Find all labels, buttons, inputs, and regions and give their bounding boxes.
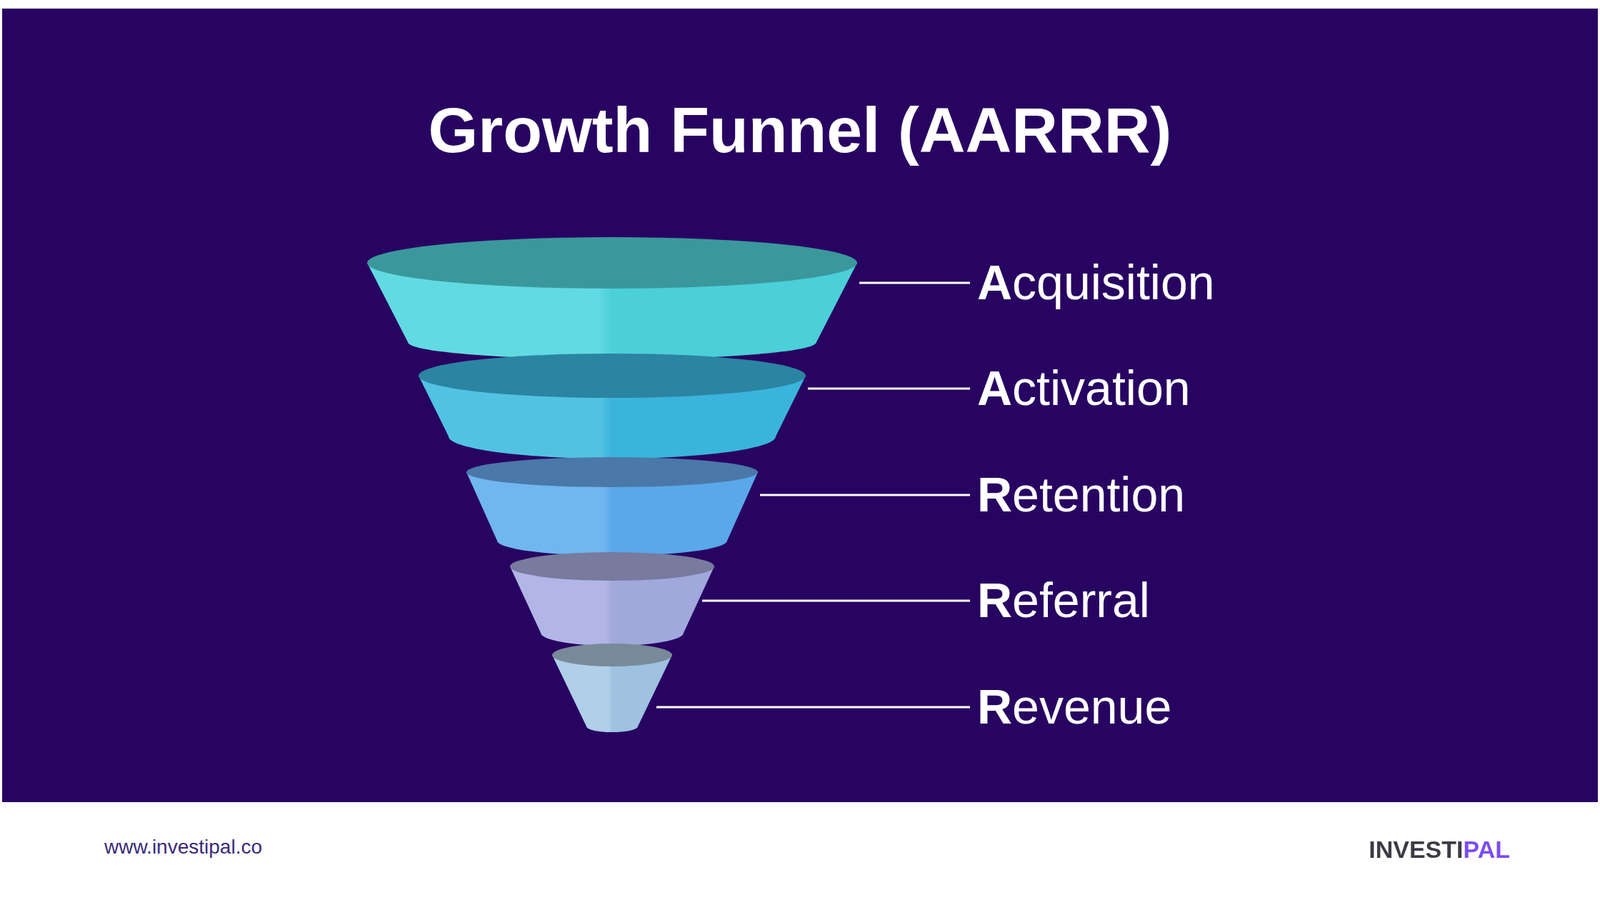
funnel-band-top [466, 457, 758, 488]
stage-label: Activation [977, 359, 1191, 418]
leader-line [807, 387, 970, 390]
leader-line [859, 282, 970, 285]
website-url: www.investipal.co [104, 835, 263, 860]
stage-label: Revenue [977, 677, 1172, 737]
funnel-band [552, 655, 673, 733]
brand-logo: INVESTIPAL [1368, 835, 1510, 865]
stage-label: Retention [977, 465, 1185, 525]
leader-line [760, 494, 970, 497]
funnel-band-top [367, 237, 858, 289]
leader-line [656, 706, 970, 709]
funnel-band-top [510, 552, 715, 581]
leader-line [702, 600, 970, 603]
stage-label: Acquisition [977, 253, 1215, 313]
funnel-band-top [418, 353, 806, 398]
stage-label: Referral [977, 571, 1150, 630]
diagram-title: Growth Funnel (AARRR) [0, 92, 1600, 170]
funnel-band-top [552, 643, 673, 667]
